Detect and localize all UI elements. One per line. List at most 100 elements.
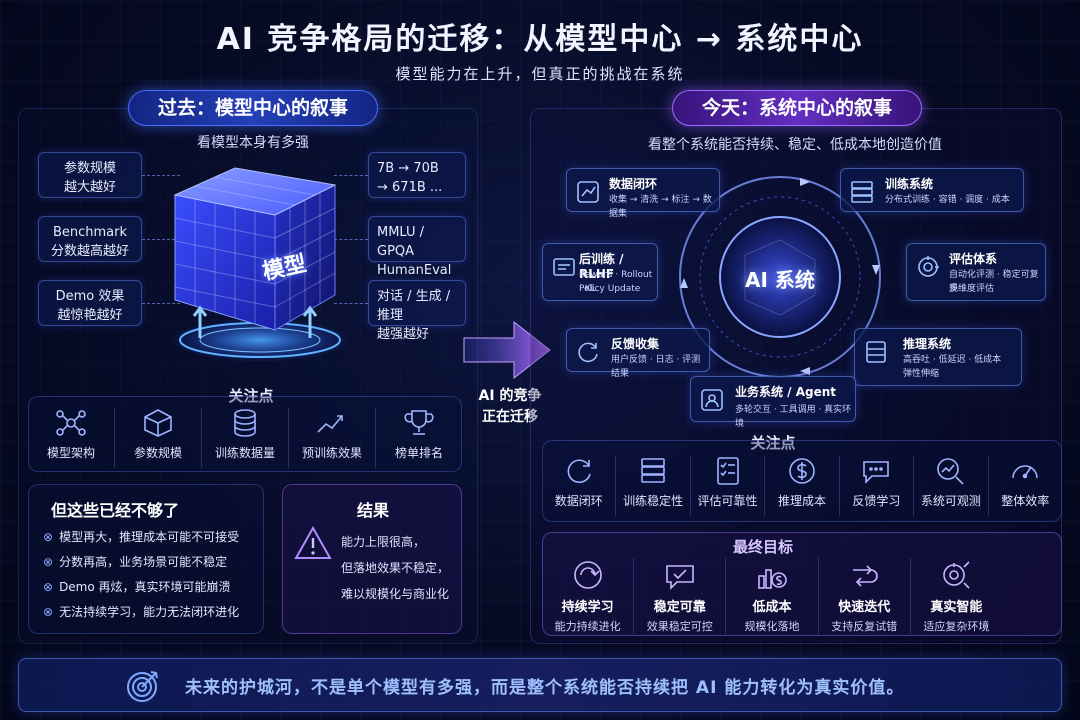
node-desc: 多轮交互 · 工具调用 · 真实环境 (735, 405, 852, 429)
capability-box: 对话 / 生成 / 推理 越强越好 (368, 280, 466, 342)
goals-panel (542, 532, 1062, 636)
param-growth-line2: → 671B ... (377, 180, 443, 195)
dollar-icon (789, 458, 815, 484)
not-enough-text: 分数再高，业务场景可能不稳定 (59, 555, 228, 569)
not-enough-panel: 但这些已经不够了 ⊗ 模型再大，推理成本可能不可接受 ⊗ 分数再高，业务场景可能不稳… (28, 484, 264, 634)
goal-real-intelligence: 真实智能 适应复杂环境 (909, 558, 1002, 634)
param-growth-line1: 7B → 70B (377, 161, 439, 176)
result-panel: 结果 能力上限很高， 但落地效果不稳定， 难以规模化与商业化 (282, 484, 462, 634)
not-enough-list: ⊗模型再大，推理成本可能不可接受 ⊗分数再高，业务场景可能不稳定 ⊗Demo 再… (43, 525, 239, 625)
target-icon (127, 671, 158, 702)
past-narrative-label: 过去：模型中心的叙事 (157, 97, 348, 119)
cube-icon (144, 409, 172, 437)
goal-title: 真实智能 (930, 600, 983, 615)
today-narrative-label: 今天：系统中心的叙事 (701, 97, 892, 119)
benchmark-title: Benchmark (52, 225, 128, 240)
not-enough-text: 无法持续学习，能力无法闭环进化 (59, 605, 240, 619)
node-data-loop: 数据闭环 收集 → 清洗 → 标注 → 数据集 (566, 168, 720, 219)
result-title: 结果 (356, 501, 389, 520)
focus-training-stability: 训练稳定性 (615, 456, 689, 516)
node-desc: Policy Update (579, 284, 641, 294)
node-desc: 收集 → 清洗 → 标注 → 数据集 (609, 195, 712, 219)
focus-label: 整体效率 (1001, 494, 1050, 508)
focus-label: 数据闭环 (554, 494, 603, 508)
network-icon (56, 410, 86, 436)
stable-check-icon (665, 565, 694, 590)
connector-left-3 (142, 303, 180, 304)
trophy-icon (404, 410, 434, 435)
param-scale-title: 参数规模 (63, 161, 116, 176)
node-title: 推理系统 (903, 337, 952, 351)
feedback-refresh-icon (578, 342, 598, 363)
loop-icon (567, 459, 591, 483)
goal-desc: 支持反复试错 (831, 620, 898, 633)
data-loop-icon (577, 181, 599, 203)
cross-circle-icon: ⊗ (43, 530, 54, 544)
connector-right-3 (334, 303, 368, 304)
page-subtitle: 模型能力在上升，但真正的挑战在系统 (395, 65, 685, 83)
stack-icon (641, 458, 665, 483)
focus-training-data: 训练数据量 (201, 408, 288, 468)
footer-text: 未来的护城河，不是单个模型有多强，而是整个系统能否持续把 AI 能力转化为真实价… (185, 678, 905, 698)
node-desc: 弹性伸缩 (903, 369, 940, 379)
node-feedback: 反馈收集 用户反馈 · 日志 · 评测结果 (566, 328, 710, 379)
node-evaluation: 评估体系 自动化评测 · 稳定可复现 多维度评估 (906, 243, 1046, 301)
post-train-icon (553, 258, 575, 276)
not-enough-title: 但这些已经不够了 (51, 501, 180, 520)
database-icon (234, 409, 256, 437)
focus-label: 系统可观测 (920, 494, 981, 508)
focus-overall-efficiency: 整体效率 (987, 456, 1062, 516)
node-title: 后训练 / RLHF (579, 252, 624, 281)
cross-circle-icon: ⊗ (43, 555, 54, 569)
migration-line2: 正在迁移 (482, 409, 538, 425)
focus-label: 推理成本 (777, 494, 826, 508)
left-focus-panel (28, 396, 462, 472)
not-enough-item: ⊗Demo 再炫，真实环境可能崩溃 (43, 575, 239, 600)
focus-label: 训练数据量 (214, 446, 275, 460)
goals-head: 最终目标 (732, 538, 793, 556)
focus-model-architecture: 模型架构 (28, 408, 114, 468)
param-scale-desc: 越大越好 (63, 180, 116, 195)
checklist-icon (716, 457, 739, 485)
training-server-icon (851, 181, 873, 203)
node-title: 业务系统 / Agent (735, 385, 837, 399)
evaluation-icon (918, 256, 939, 277)
goal-low-cost: 低成本 规模化落地 (725, 558, 817, 634)
cross-circle-icon: ⊗ (43, 605, 54, 619)
focus-label: 评估可靠性 (697, 494, 758, 508)
focus-eval-reliability: 评估可靠性 (689, 456, 764, 516)
today-caption: 看整个系统能否持续、稳定、低成本地创造价值 (648, 137, 942, 153)
today-narrative-pill: 今天：系统中心的叙事 (672, 90, 922, 126)
capability-line2: 越强越好 (377, 327, 430, 342)
page-title: AI 竞争格局的迁移：从模型中心 → 系统中心 (216, 22, 864, 57)
focus-label: 训练稳定性 (623, 494, 684, 508)
migration-line1: AI 的竞争 (478, 388, 542, 404)
goals-row: 持续学习 能力持续进化 稳定可靠 效果稳定可控 低成本 规模化落地 快速迭代 支… (542, 558, 1002, 634)
focus-param-scale: 参数规模 (114, 408, 201, 468)
focus-feedback-learning: 反馈学习 (838, 456, 913, 516)
right-focus-row: 数据闭环 训练稳定性 评估可靠性 推理成本 反馈学习 系统可观测 整体效率 (542, 456, 1062, 516)
benchmark-list-box: MMLU / GPQA HumanEval ... (368, 216, 466, 297)
left-focus-row: 模型架构 参数规模 训练数据量 预训练效果 榜单排名 (28, 408, 462, 468)
not-enough-text: 模型再大，推理成本可能不可接受 (59, 530, 240, 544)
right-focus-head: 关注点 (750, 434, 796, 452)
focus-label: 预训练效果 (301, 446, 362, 460)
not-enough-item: ⊗ 无法持续学习，能力无法闭环进化 (43, 600, 239, 625)
capability-line1: 对话 / 生成 / 推理 (377, 289, 451, 323)
goal-title: 低成本 (752, 600, 792, 615)
not-enough-text: Demo 再炫，真实环境可能崩溃 (59, 580, 231, 594)
model-cube-graphic (170, 167, 350, 362)
node-desc: 分布式训练 · 容错 · 调度 · 成本 (885, 195, 1010, 205)
learning-loop-icon (573, 561, 602, 589)
node-desc: Reward · Rollout · KL (579, 270, 653, 294)
system-cycle-graphic (679, 176, 881, 378)
goal-desc: 能力持续进化 (554, 620, 621, 633)
goal-title: 持续学习 (561, 600, 614, 615)
demo-effect-title: Demo 效果 (55, 289, 125, 304)
result-lines: 能力上限很高， 但落地效果不稳定， 难以规模化与商业化 (341, 529, 449, 607)
param-growth-box: 7B → 70B → 671B ... (368, 152, 466, 198)
node-training-system: 训练系统 分布式训练 · 容错 · 调度 · 成本 (840, 168, 1024, 212)
demo-effect-desc: 越惊艳越好 (57, 308, 123, 323)
result-line: 能力上限很高， (341, 535, 426, 549)
node-desc: 用户反馈 · 日志 · 评测结果 (611, 355, 701, 379)
